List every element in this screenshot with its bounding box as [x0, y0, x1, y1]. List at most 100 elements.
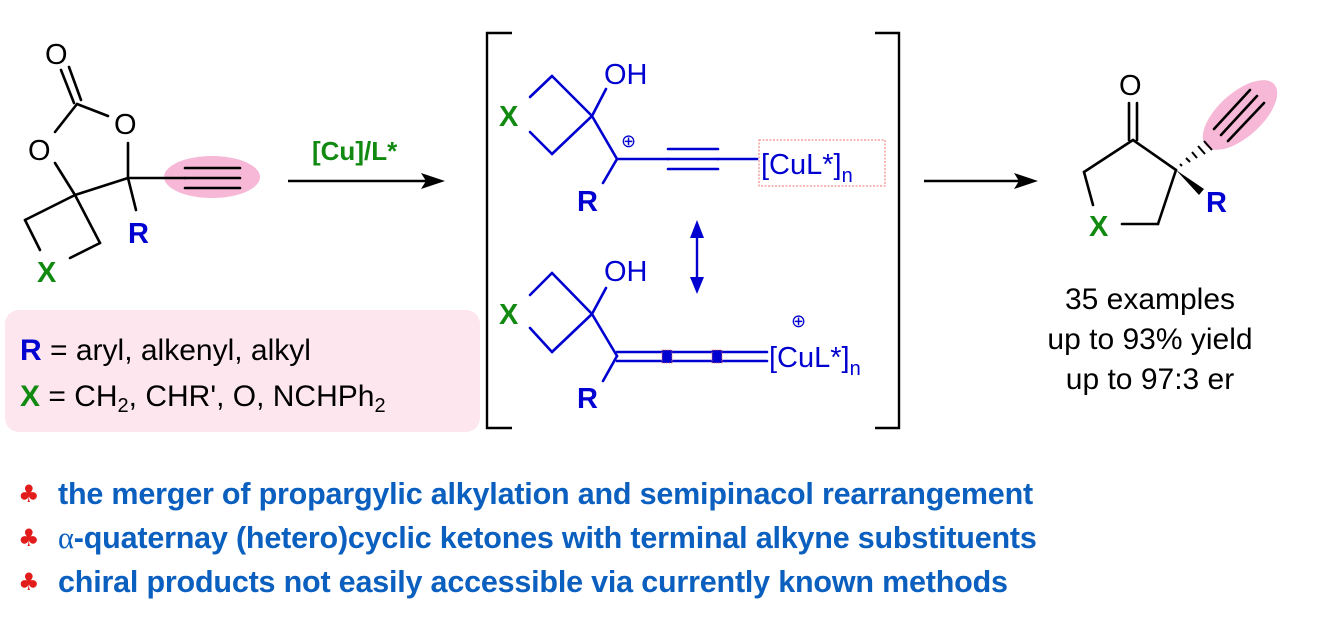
bond — [23, 218, 42, 252]
hashed-wedge-bond — [1179, 140, 1213, 167]
bond — [73, 176, 130, 197]
metal-highlight-box — [758, 139, 886, 187]
reaction-arrow: [Cu]/L* — [288, 136, 445, 189]
highlight-item: ♣ the merger of propargylic alkylation a… — [18, 472, 1037, 516]
resonance-arrow — [690, 220, 704, 294]
solid-wedge-bond — [1176, 170, 1204, 195]
allene-carbon-marker — [711, 349, 723, 364]
highlight-text: chiral products not easily accessible vi… — [58, 564, 1008, 599]
highlight-item: ♣ chiral products not easily accessible … — [18, 560, 1037, 604]
r-group-label: R — [128, 218, 149, 250]
bond — [1131, 138, 1178, 172]
bond — [601, 354, 619, 383]
r-group-label: R — [577, 186, 598, 218]
positive-charge-icon: ⊕ — [621, 131, 636, 151]
legend-r-line: R = aryl, alkenyl, alkyl — [20, 334, 311, 368]
atom-label: O — [28, 135, 51, 167]
intermediate-allenylidene: OH X R ⊕ [CuL*]n — [499, 256, 861, 415]
metal-text: [CuL*] — [761, 149, 842, 181]
bond — [550, 74, 594, 118]
x-group-label: X — [499, 299, 519, 331]
bond — [67, 65, 83, 102]
bond — [68, 241, 102, 260]
bond — [1219, 94, 1259, 137]
bond — [53, 161, 77, 197]
r-group-label: R — [1206, 187, 1227, 219]
bond — [590, 87, 608, 118]
x-group-label: X — [1089, 211, 1109, 243]
arrow-head-up-icon — [690, 220, 704, 238]
r-group-label: R — [577, 383, 598, 415]
bond — [1156, 168, 1178, 226]
bond — [590, 312, 619, 358]
legend-x-text: , CHR', O, NCHPh — [128, 380, 375, 413]
intermediate-propargylic-cation: OH X R ⊕ [CuL*]n — [499, 59, 886, 218]
bond — [550, 312, 594, 354]
highlight-text: α-quaternay (hetero)cyclic ketones with … — [58, 521, 1037, 556]
er-text: up to 97:3 er — [1065, 363, 1235, 396]
atom-label: O — [1119, 70, 1142, 102]
legend-x-key: X — [20, 380, 41, 413]
bond — [23, 193, 77, 222]
yield-text: up to 93% yield — [1047, 323, 1253, 356]
substrate-structure: O O O R X — [23, 39, 260, 289]
legend-r-text: = aryl, alkenyl, alkyl — [41, 334, 311, 367]
metal-complex-label: [CuL*]n — [769, 342, 861, 380]
metal-subscript: n — [842, 165, 853, 187]
bond — [528, 271, 554, 297]
club-bullet-icon: ♣ — [18, 568, 40, 596]
substituent-legend: R = aryl, alkenyl, alkyl X = CH2, CHR', … — [5, 310, 480, 432]
legend-r-key: R — [20, 334, 42, 367]
bond — [528, 130, 554, 156]
bond — [550, 271, 594, 316]
metal-subscript: n — [850, 358, 861, 380]
alpha-symbol: α — [58, 520, 74, 555]
bond — [590, 286, 608, 316]
highlight-item: ♣ α-quaternay (hetero)cyclic ketones wit… — [18, 516, 1037, 560]
highlight-text-body: -quaternay (hetero)cyclic ketones with t… — [73, 520, 1037, 555]
hydroxyl-label: OH — [604, 59, 648, 91]
examples-count: 35 examples — [1064, 283, 1236, 316]
positive-charge-icon: ⊕ — [791, 311, 806, 331]
highlight-text: the merger of propargylic alkylation and… — [58, 476, 1033, 511]
intermediate-brackets — [485, 31, 901, 430]
x-group-label: X — [499, 101, 519, 133]
bond — [590, 114, 619, 161]
club-bullet-icon: ♣ — [18, 524, 40, 552]
subscript: 2 — [374, 395, 386, 417]
legend-x-text: = CH — [40, 380, 118, 413]
results-summary: 35 examples up to 93% yield up to 97:3 e… — [1000, 280, 1300, 400]
atom-label: O — [114, 109, 137, 141]
atom-label: O — [45, 39, 68, 71]
right-bracket — [875, 31, 901, 430]
bond — [550, 114, 594, 156]
metal-text: [CuL*] — [769, 342, 850, 374]
allene-carbon-marker — [661, 349, 673, 364]
left-bracket — [485, 31, 512, 430]
highlights-list: ♣ the merger of propargylic alkylation a… — [18, 472, 1037, 604]
bond — [601, 157, 619, 185]
arrow-head-icon — [421, 173, 445, 189]
bond — [59, 68, 76, 105]
bond — [53, 102, 79, 134]
bond — [528, 74, 554, 99]
legend-x-line: X = CH2, CHR', O, NCHPh2 — [20, 380, 386, 418]
reaction-arrow-2 — [924, 173, 1038, 189]
bond — [1226, 101, 1266, 143]
hydroxyl-label: OH — [604, 256, 648, 288]
club-bullet-icon: ♣ — [18, 480, 40, 508]
bond — [1082, 170, 1095, 207]
bond — [1082, 138, 1135, 174]
metal-complex-label: [CuL*]n — [761, 149, 853, 187]
bond — [73, 193, 102, 245]
bond — [126, 176, 138, 212]
condition-label: [Cu]/L* — [312, 136, 398, 166]
arrow-head-down-icon — [690, 277, 704, 294]
arrow-head-icon — [1014, 173, 1038, 189]
bond — [1212, 88, 1252, 131]
x-group-label: X — [37, 257, 57, 289]
bond — [75, 102, 110, 118]
subscript: 2 — [117, 395, 129, 417]
product-structure: O R X — [1082, 70, 1278, 243]
